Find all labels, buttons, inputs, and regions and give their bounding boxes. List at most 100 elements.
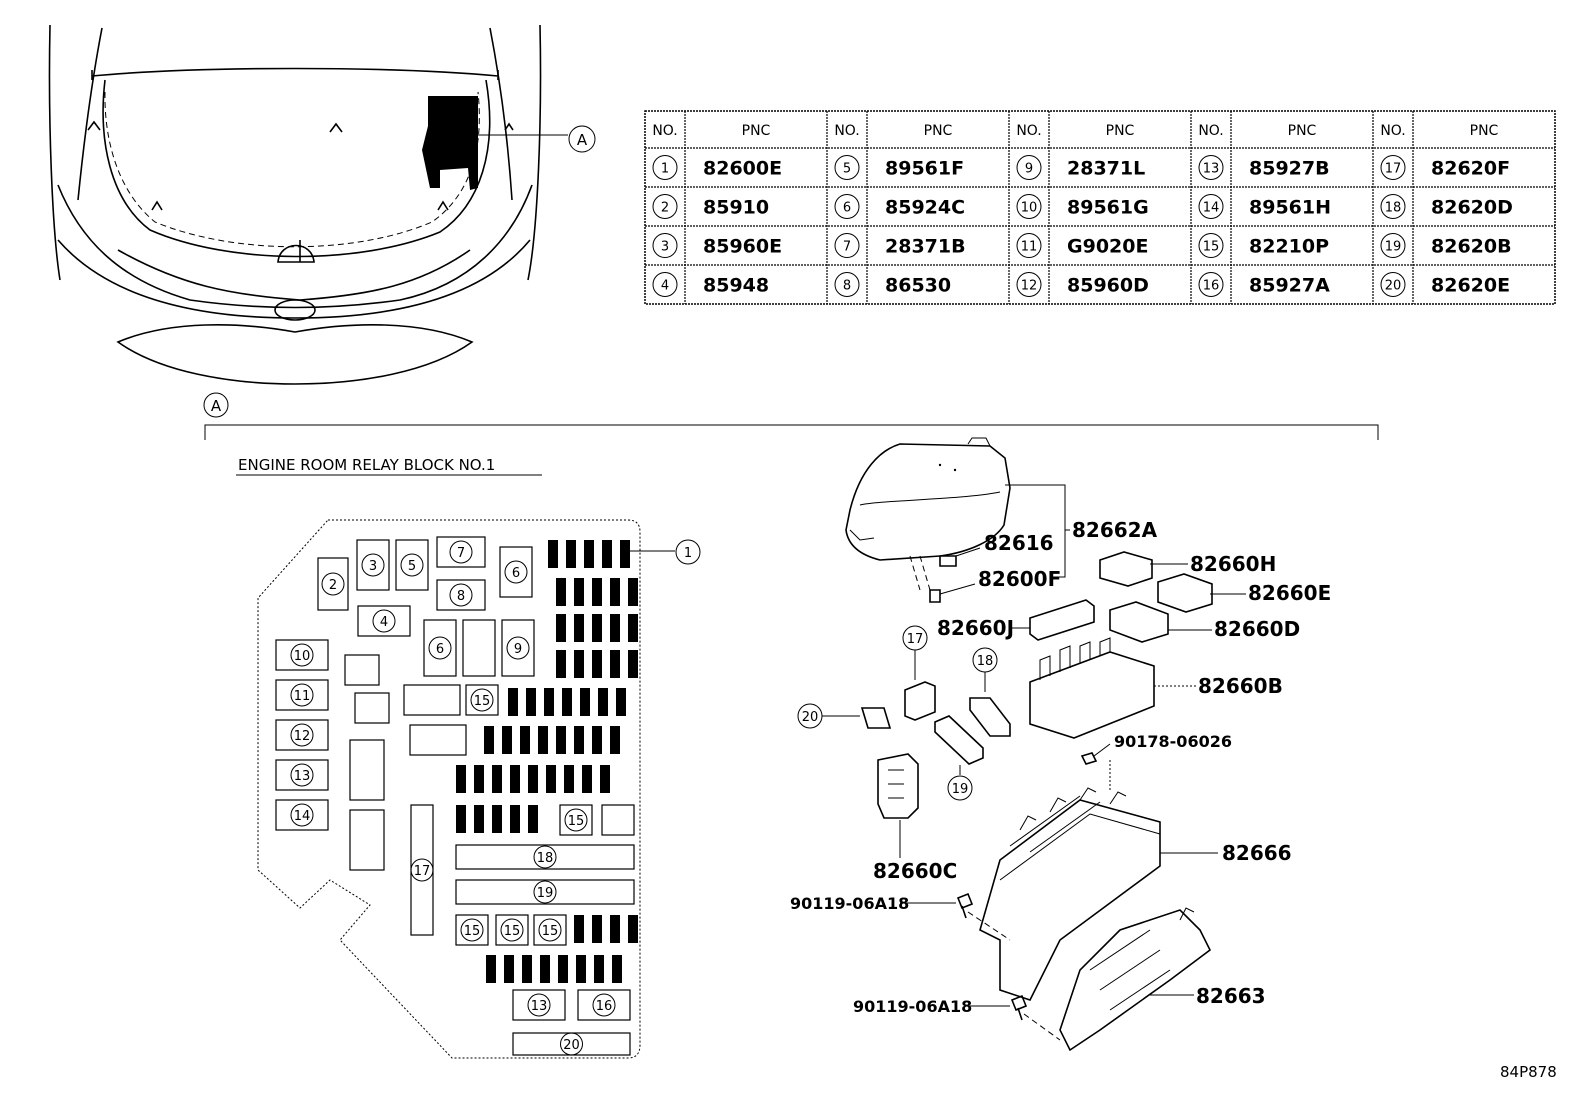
table-no-circle (1380, 272, 1406, 297)
layout-slot-circle (533, 845, 557, 869)
fuse-bar (592, 650, 602, 678)
table-pnc-5: 89561F (885, 158, 964, 180)
label-82660d: 82660D (1214, 617, 1300, 641)
exploded-parts: 82662A 82616 82600F 82660H 82660E 82660J… (790, 437, 1331, 1052)
layout-slot-number-13: 13 (294, 769, 311, 784)
layout-slot (357, 605, 411, 637)
layout-slot-circle (290, 643, 314, 667)
layout-slot-circle (449, 583, 473, 607)
callout-19: 19 (952, 782, 969, 797)
label-82660h: 82660H (1190, 552, 1276, 576)
fuse-bar (566, 540, 576, 568)
table-no-20: 20 (1385, 279, 1402, 294)
table-no-circle (652, 194, 678, 219)
section-marker-a: A (211, 397, 222, 415)
table-no-18: 18 (1385, 201, 1402, 216)
fuse-bar (610, 915, 620, 943)
layout-slot (349, 739, 385, 801)
fuse-bar (526, 688, 536, 716)
table-no-circle (1198, 233, 1224, 258)
table-no-circle (834, 272, 860, 297)
layout-slot-number-13: 13 (531, 999, 548, 1014)
fuse-bar (610, 650, 620, 678)
table-pnc-7: 28371B (885, 236, 966, 258)
layout-slot-number-17: 17 (414, 864, 431, 879)
layout-slot (275, 799, 329, 831)
table-pnc-14: 89561H (1249, 197, 1331, 219)
layout-slot-circle (470, 688, 494, 712)
fuse-bar (528, 765, 538, 793)
layout-slot-number-2: 2 (329, 578, 337, 593)
layout-slot-number-19: 19 (537, 886, 554, 901)
layout-slot (462, 619, 496, 677)
table-header-pnc: PNC (1470, 123, 1499, 139)
fuse-bar (510, 765, 520, 793)
fuse-bar (582, 765, 592, 793)
table-pnc-6: 85924C (885, 197, 965, 219)
table-no-11: 11 (1021, 240, 1038, 255)
layout-slot-circle (290, 763, 314, 787)
table-no-circle (834, 155, 860, 180)
layout-slot-number-6: 6 (436, 642, 444, 657)
table-no-circle (1380, 233, 1406, 258)
layout-slot-circle (506, 636, 530, 660)
cover (845, 437, 1011, 591)
fuse-bar (546, 765, 556, 793)
vehicle-front-view: A (48, 24, 596, 385)
table-no-circle (834, 194, 860, 219)
fuse-bar (474, 765, 484, 793)
table-pnc-17: 82620F (1431, 158, 1510, 180)
section-bracket: A ENGINE ROOM RELAY BLOCK NO.1 (203, 392, 1379, 476)
table-header-no: NO. (834, 123, 859, 139)
table-pnc-3: 85960E (703, 236, 782, 258)
table-no-4: 4 (661, 279, 669, 294)
fuse-bar (544, 688, 554, 716)
layout-slot-circle (564, 808, 588, 832)
layout-slot-number-14: 14 (294, 809, 311, 824)
layout-slot-number-7: 7 (457, 546, 465, 561)
table-pnc-9: 28371L (1067, 158, 1145, 180)
layout-slot-circle (290, 723, 314, 747)
label-90119-06a18-upper: 90119-06A18 (790, 894, 909, 913)
fuse-bar (556, 614, 566, 642)
layout-slot (275, 719, 329, 751)
fuse-bar (558, 955, 568, 983)
layout-slot-circle (428, 636, 452, 660)
table-pnc-10: 89561G (1067, 197, 1149, 219)
fuse-bar (556, 650, 566, 678)
fuse-bar (620, 540, 630, 568)
layout-slot-number-20: 20 (563, 1038, 580, 1053)
layout-slot-circle (290, 803, 314, 827)
layout-slot (349, 809, 385, 871)
fuse-bar (474, 805, 484, 833)
layout-slot-number-16: 16 (596, 999, 613, 1014)
layout-slot (354, 692, 390, 724)
table-header-pnc: PNC (1288, 123, 1317, 139)
table-no-12: 12 (1021, 279, 1038, 294)
table-header-no: NO. (652, 123, 677, 139)
table-no-7: 7 (843, 240, 851, 255)
fuse-bar (584, 540, 594, 568)
table-pnc-19: 82620B (1431, 236, 1512, 258)
fuse-bar (628, 578, 638, 606)
fuse-bar (592, 578, 602, 606)
table-no-16: 16 (1203, 279, 1220, 294)
fuse-bar (598, 688, 608, 716)
table-header-pnc: PNC (1106, 123, 1135, 139)
table-pnc-15: 82210P (1249, 236, 1329, 258)
layout-slot (275, 679, 329, 711)
layout-slot (275, 639, 329, 671)
table-no-circle (1198, 155, 1224, 180)
table-header-pnc: PNC (924, 123, 953, 139)
table-no-circle (1016, 272, 1042, 297)
table-header-pnc: PNC (742, 123, 771, 139)
label-82663: 82663 (1196, 984, 1266, 1008)
label-90178-06026: 90178-06026 (1114, 732, 1232, 751)
label-82600f: 82600F (978, 567, 1061, 591)
table-no-19: 19 (1385, 240, 1402, 255)
table-no-1: 1 (661, 162, 669, 177)
table-no-circle (1016, 155, 1042, 180)
label-82660e: 82660E (1248, 581, 1331, 605)
fuse-bar (628, 614, 638, 642)
table-header-no: NO. (1380, 123, 1405, 139)
